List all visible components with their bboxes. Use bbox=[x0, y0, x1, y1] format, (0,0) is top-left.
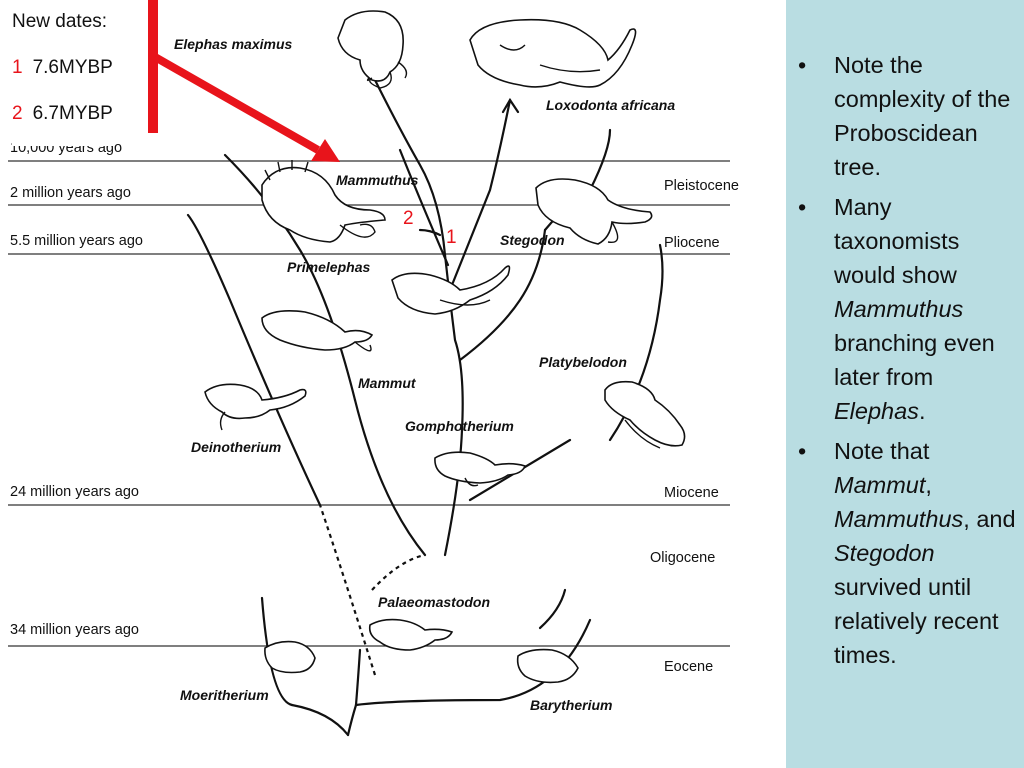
epoch-label: Pleistocene bbox=[664, 178, 739, 194]
note-taxon: Mammuthus bbox=[834, 506, 964, 532]
primelephas-head-icon bbox=[391, 265, 511, 315]
mammuthus-head-icon bbox=[261, 160, 386, 243]
red-arrow-head bbox=[311, 139, 340, 162]
taxon-label-moeritherium: Moeritherium bbox=[180, 687, 269, 703]
taxon-label-stegodon: Stegodon bbox=[500, 232, 565, 248]
barytherium-head-icon bbox=[516, 648, 579, 684]
note-text: branching even later from bbox=[834, 330, 995, 390]
new-dates-title: New dates: bbox=[12, 11, 108, 32]
taxon-label-elephas: Elephas maximus bbox=[174, 36, 292, 52]
note-bullet: • Many taxonomists would show Mammuthus … bbox=[798, 190, 1016, 428]
note-taxon: Elephas bbox=[834, 398, 919, 424]
taxon-label-platybelodon: Platybelodon bbox=[539, 354, 627, 370]
time-label: 24 million years ago bbox=[10, 484, 139, 500]
note-taxon: Mammuthus bbox=[834, 296, 964, 322]
epoch-label: Eocene bbox=[664, 659, 713, 675]
new-date-item: 1 7.6MYBP bbox=[12, 54, 113, 100]
note-text: survived until relatively recent times. bbox=[834, 574, 999, 668]
taxon-label-barytherium: Barytherium bbox=[530, 697, 612, 713]
note-bullet: • Note that Mammut, Mammuthus, and Stego… bbox=[798, 434, 1016, 672]
taxon-label-gomphotherium: Gomphotherium bbox=[405, 418, 514, 434]
note-text: , bbox=[925, 472, 932, 498]
time-label: 34 million years ago bbox=[10, 622, 139, 638]
epoch-label: Miocene bbox=[664, 485, 719, 501]
bullet-glyph: • bbox=[798, 194, 807, 220]
elephas-head-icon bbox=[337, 10, 408, 89]
epoch-label: Pliocene bbox=[664, 235, 720, 251]
notes-list: • Note the complexity of the Proboscidea… bbox=[786, 0, 1024, 672]
taxon-label-mammuthus: Mammuthus bbox=[336, 172, 419, 188]
new-date-value: 6.7MYBP bbox=[32, 103, 113, 124]
note-text: Many taxonomists would show bbox=[834, 194, 960, 288]
platybelodon-head-icon bbox=[604, 380, 686, 449]
taxon-label-palaeomastodon: Palaeomastodon bbox=[378, 594, 490, 610]
note-bullet: • Note the complexity of the Proboscidea… bbox=[798, 48, 1016, 184]
proboscidean-tree-diagram: 10,000 years ago 2 million years ago 5.5… bbox=[8, 0, 739, 737]
new-date-item: 2 6.7MYBP bbox=[12, 100, 113, 146]
deinotherium-head-icon bbox=[204, 383, 307, 431]
note-text: . bbox=[918, 398, 926, 424]
moeritherium-head-icon bbox=[264, 640, 316, 674]
red-vertical-bar bbox=[148, 0, 158, 133]
marker-2: 2 bbox=[403, 208, 414, 229]
note-text: , and bbox=[963, 506, 1016, 532]
new-date-value: 7.6MYBP bbox=[32, 57, 113, 78]
note-text: Note that bbox=[834, 438, 930, 464]
marker-1: 1 bbox=[446, 227, 457, 248]
time-label: 2 million years ago bbox=[10, 185, 131, 201]
taxon-label-deinotherium: Deinotherium bbox=[191, 439, 281, 455]
loxodonta-head-icon bbox=[469, 18, 637, 88]
note-taxon: Stegodon bbox=[834, 540, 935, 566]
mammut-head-icon bbox=[261, 310, 374, 352]
note-taxon: Mammut bbox=[834, 472, 926, 498]
bullet-glyph: • bbox=[798, 52, 807, 78]
note-text: Note the complexity of the Proboscidean … bbox=[834, 52, 1011, 180]
new-dates-caption: New dates: 1 7.6MYBP 2 6.7MYBP bbox=[12, 8, 113, 146]
gomphotherium-head-icon bbox=[434, 451, 527, 487]
taxon-label-loxodonta: Loxodonta africana bbox=[546, 97, 675, 113]
taxon-label-mammut: Mammut bbox=[358, 375, 417, 391]
time-label: 5.5 million years ago bbox=[10, 233, 143, 249]
red-arrow-shaft bbox=[153, 53, 320, 154]
taxon-label-primelephas: Primelephas bbox=[287, 259, 370, 275]
bullet-glyph: • bbox=[798, 438, 807, 464]
new-date-number: 2 bbox=[12, 103, 23, 124]
tree-branches bbox=[186, 78, 664, 737]
notes-panel: • Note the complexity of the Proboscidea… bbox=[786, 0, 1024, 768]
arrow-head bbox=[501, 97, 520, 114]
epoch-label: Oligocene bbox=[650, 550, 715, 566]
stegodon-head-icon bbox=[535, 178, 653, 245]
palaeomastodon-head-icon bbox=[368, 618, 454, 651]
new-date-number: 1 bbox=[12, 57, 23, 78]
